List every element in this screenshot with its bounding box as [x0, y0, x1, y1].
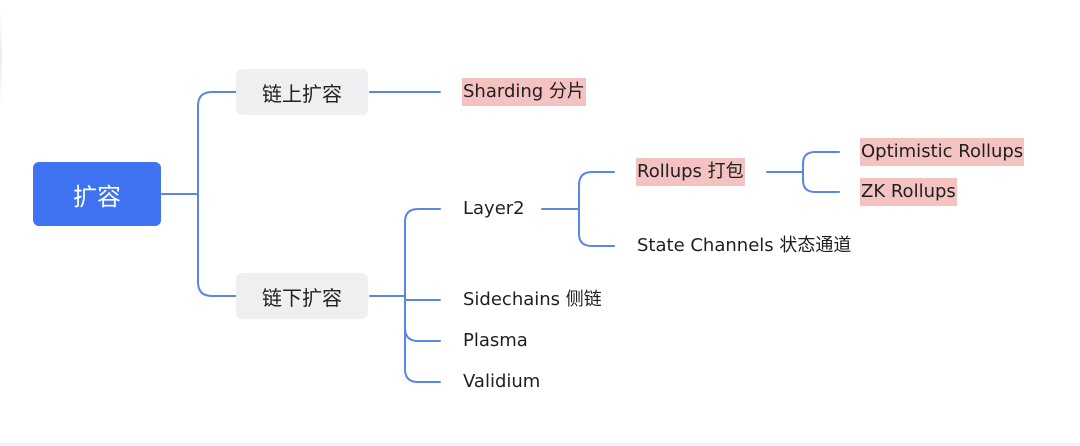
connector-offchain-to-sidechains: [404, 295, 441, 301]
sidechains-label: Sidechains 侧链: [463, 289, 602, 310]
layer2-node[interactable]: Layer2: [462, 195, 526, 223]
connector-offchain-to-validium: [404, 327, 441, 383]
sharding-node[interactable]: Sharding 分片: [462, 78, 586, 106]
state-channels-node[interactable]: State Channels 状态通道: [636, 232, 852, 260]
connector-offchain-to-layer2: [404, 208, 441, 297]
state-channels-label: State Channels 状态通道: [637, 235, 852, 256]
connector-rollups-to-optimistic: [802, 151, 840, 173]
bottom-edge: [0, 443, 1080, 446]
plasma-node[interactable]: Plasma: [462, 327, 529, 355]
optimistic-rollups-label: Optimistic Rollups: [861, 141, 1024, 162]
sharding-label: Sharding 分片: [463, 81, 585, 102]
offchain-scaling-node[interactable]: 链下扩容: [236, 273, 368, 319]
root-label: 扩容: [73, 182, 121, 211]
zk-rollups-label: ZK Rollups: [861, 181, 956, 202]
onchain-scaling-node[interactable]: 链上扩容: [236, 69, 368, 115]
connector-layer2-to-rollups: [578, 171, 615, 210]
onchain-scaling-label: 链上扩容: [262, 81, 342, 106]
layer2-label: Layer2: [463, 198, 525, 219]
zk-rollups-node[interactable]: ZK Rollups: [860, 178, 957, 206]
connector-offchain-to-plasma: [404, 295, 441, 342]
validium-label: Validium: [463, 371, 541, 392]
validium-node[interactable]: Validium: [462, 368, 541, 396]
rollups-label: Rollups 打包: [637, 161, 744, 182]
connector-root-to-offchain: [197, 193, 237, 297]
connector-layer2-to-state-channels: [578, 208, 615, 247]
left-edge-shadow: [0, 10, 2, 105]
sidechains-node[interactable]: Sidechains 侧链: [462, 286, 603, 314]
optimistic-rollups-node[interactable]: Optimistic Rollups: [860, 138, 1025, 166]
plasma-label: Plasma: [463, 330, 528, 351]
rollups-node[interactable]: Rollups 打包: [636, 158, 745, 186]
connector-rollups-to-zk: [802, 171, 840, 193]
connector-root-to-onchain: [197, 91, 237, 195]
offchain-scaling-label: 链下扩容: [262, 285, 342, 310]
root-node[interactable]: 扩容: [33, 162, 161, 226]
